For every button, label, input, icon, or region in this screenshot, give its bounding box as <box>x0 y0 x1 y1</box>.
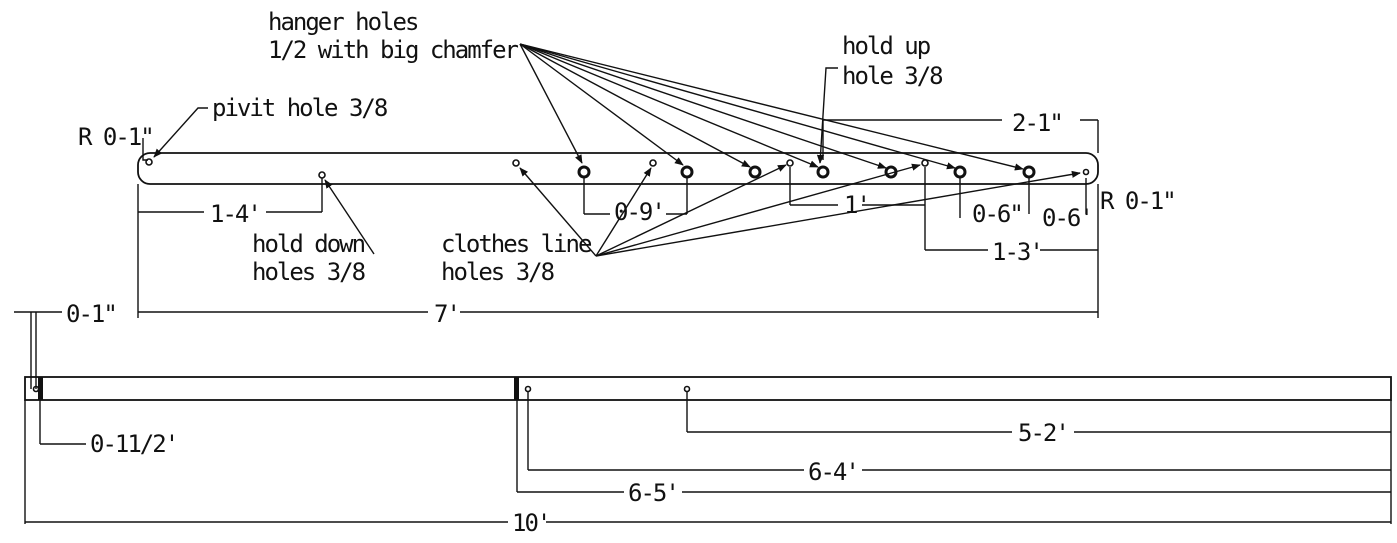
post-hole-2 <box>683 385 691 393</box>
hanger-hole-5 <box>953 165 967 179</box>
post-hole-1 <box>524 385 532 393</box>
dim-7: 7' <box>138 184 1099 328</box>
hanger-hole-2 <box>680 165 694 179</box>
dim-6-5-label: 6-5' <box>628 479 678 507</box>
dim-0-11-2-label: 0-11/2' <box>90 430 177 458</box>
clothes-line-leaders <box>519 163 1081 257</box>
top-arm: hanger holes 1/2 with big chamfer hold u… <box>78 8 1177 328</box>
bottom-post-outline <box>24 376 1392 401</box>
end-hole <box>1082 168 1090 176</box>
dim-0-9: 0-9' <box>583 178 688 226</box>
hanger-hole-6 <box>1022 165 1036 179</box>
post-end-block-left <box>38 377 43 400</box>
bottom-post: 0-1" 0-11/2' 5-2' 6-4' 6-5' <box>14 300 1392 537</box>
hanger-holes-note-line2: 1/2 with big chamfer <box>268 36 519 64</box>
dim-0-1: 0-1" <box>14 300 118 389</box>
dim-1-4-label: 1-4' <box>210 200 260 228</box>
dim-5-2-label: 5-2' <box>1018 419 1068 447</box>
dim-6-4-label: 6-4' <box>808 458 858 486</box>
hold-up-leader <box>816 67 838 164</box>
dim-0-6-b-label: 0-6' <box>1042 204 1092 232</box>
hold-down-note-line1: hold down <box>252 230 365 258</box>
dim-1-3-label: 1-3' <box>992 238 1042 266</box>
dim-2-1: 2-1" <box>822 109 1099 160</box>
pivot-leader <box>153 107 208 158</box>
clothes-line-note-line2: holes 3/8 <box>441 258 554 286</box>
dim-10-label: 10' <box>512 509 549 537</box>
radius-right-dim: R 0-1" <box>1100 187 1175 215</box>
dim-1-3: 1-3' <box>924 167 1098 266</box>
dim-10: 10' <box>24 400 1392 537</box>
dim-0-9-label: 0-9' <box>614 198 664 226</box>
dim-2-1-label: 2-1" <box>1012 109 1062 137</box>
dim-5-2: 5-2' <box>686 392 1391 447</box>
clothes-line-note-line1: clothes line <box>441 230 592 258</box>
dim-1-4: 1-4' <box>137 178 323 318</box>
hold-down-hole <box>318 171 326 179</box>
hanger-hole-1 <box>577 165 591 179</box>
dim-7-label: 7' <box>434 300 459 328</box>
top-arm-outline <box>137 152 1099 185</box>
clothes-line-hole-2 <box>649 159 657 167</box>
clothes-line-hole-1 <box>512 159 520 167</box>
hold-up-hole <box>816 165 830 179</box>
dim-0-1-label: 0-1" <box>66 300 116 328</box>
hanger-hole-3 <box>748 165 762 179</box>
dim-0-11-2: 0-11/2' <box>39 400 179 458</box>
radius-left-tick <box>142 138 148 161</box>
clothes-line-hole-4 <box>921 159 929 167</box>
dim-1-label: 1' <box>844 191 869 219</box>
dim-6-4: 6-4' <box>527 392 1391 486</box>
hold-up-note-line1: hold up <box>842 32 930 60</box>
dim-6-5: 6-5' <box>516 400 1391 507</box>
hanger-holes-note-line1: hanger holes <box>268 8 418 36</box>
dim-1: 1' <box>789 167 925 219</box>
dim-0-6-a-label: 0-6" <box>972 200 1022 228</box>
hanger-leaders <box>519 43 1024 171</box>
radius-left-dim: R 0-1" <box>78 123 153 151</box>
dim-0-6: 0-6" 0-6' <box>959 178 1094 232</box>
hold-down-leader <box>324 179 375 255</box>
hold-down-note-line2: holes 3/8 <box>252 258 365 286</box>
pivot-note: pivit hole 3/8 <box>212 94 387 122</box>
post-end-block-mid <box>514 377 519 400</box>
clothes-line-hole-3 <box>786 159 794 167</box>
hold-up-note-line2: hole 3/8 <box>842 62 942 90</box>
